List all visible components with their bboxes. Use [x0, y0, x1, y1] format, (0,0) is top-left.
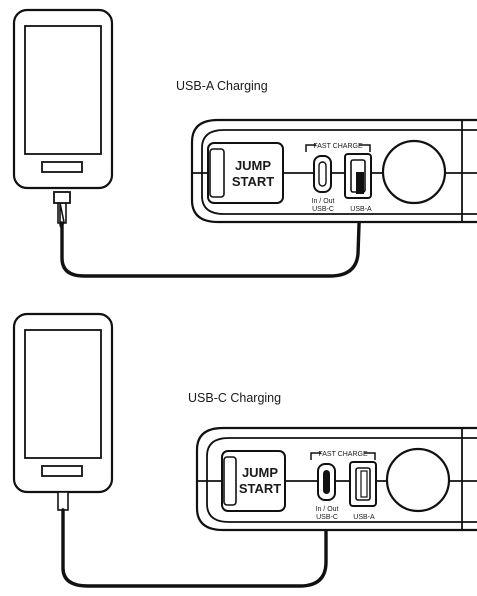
usb-c-port: In / Out USB-C: [312, 155, 335, 213]
start-label: START: [232, 174, 274, 189]
jump-starter-device: JUMP START FAST CHARGE In / Out USB-C US…: [195, 426, 477, 532]
usb-c-port: In / Out USB-C: [316, 463, 339, 521]
usb-a-port: USB-A: [344, 153, 372, 213]
fast-charge-label: FAST CHARGE: [318, 451, 368, 458]
fast-charge-label: FAST CHARGE: [313, 143, 363, 150]
smartphone: [12, 312, 114, 494]
usb-c-port-label-1: In / Out: [312, 198, 335, 205]
phone-home-button: [41, 465, 83, 477]
caption: USB-C Charging: [188, 391, 281, 405]
flashlight-lens: [381, 139, 447, 205]
phone-screen: [24, 329, 102, 459]
caption: USB-A Charging: [176, 79, 268, 93]
phone-screen: [24, 25, 102, 155]
charging-cable: [60, 194, 362, 278]
usb-c-plug-inserted: [323, 470, 330, 494]
usb-c-port-label-1: In / Out: [316, 506, 339, 513]
smartphone: [12, 8, 114, 190]
phone-home-button: [41, 161, 83, 173]
usb-a-port-label: USB-A: [353, 514, 375, 521]
jump-starter-device: JUMP START FAST CHARGE In / Out USB-C US…: [190, 118, 477, 224]
usb-a-port: USB-A: [349, 461, 377, 521]
usb-c-port-label-2: USB-C: [312, 206, 334, 213]
charging-cable: [61, 490, 328, 588]
flashlight-lens: [385, 447, 451, 513]
jump-label: JUMP: [235, 158, 271, 173]
panel-usb-a-charging: USB-A Charging JUMP START FAST CHARGE In…: [12, 8, 477, 278]
jump-start-button: JUMP START: [207, 142, 284, 204]
usb-a-port-label: USB-A: [350, 206, 372, 213]
usb-c-port-label-2: USB-C: [316, 514, 338, 521]
jump-start-button: JUMP START: [221, 450, 286, 512]
start-label: START: [239, 481, 281, 496]
jump-label: JUMP: [242, 465, 278, 480]
usb-c-plug: [57, 491, 69, 511]
panel-usb-c-charging: USB-C Charging JUMP START FAST CHARGE In…: [12, 312, 477, 588]
usb-a-plug: [356, 172, 364, 194]
fast-charge-bracket: [305, 144, 371, 152]
fast-charge-bracket: [310, 452, 376, 460]
